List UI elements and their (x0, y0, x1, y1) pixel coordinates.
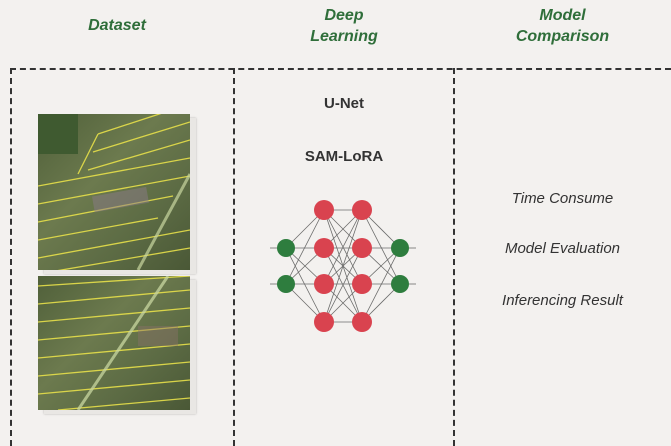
metric-inferencing-result: Inferencing Result (502, 292, 623, 309)
model-comparison-header: Model Comparison (454, 5, 671, 47)
model-comparison-header-line-2: Comparison (515, 28, 610, 45)
hidden-node (352, 312, 372, 332)
deep-learning-header-line-2: Learning (310, 28, 378, 45)
dataset-header: Dataset (0, 15, 234, 36)
deep-learning-header-line-1: Deep (324, 7, 364, 24)
dashed-divider-2 (453, 68, 455, 446)
dashed-left-border (10, 68, 12, 446)
hidden-node (352, 200, 372, 220)
dashed-divider-1 (233, 68, 235, 446)
input-node (277, 239, 295, 257)
output-node (391, 239, 409, 257)
metric-model-evaluation: Model Evaluation (504, 240, 621, 257)
hidden-node (352, 274, 372, 294)
hidden-node (314, 312, 334, 332)
dashed-top-border (10, 68, 671, 70)
metric-time-consume: Time Consume (511, 190, 614, 207)
hidden-node (314, 200, 334, 220)
neural-network-icon (270, 200, 416, 332)
model-unet-label: U-Net (324, 95, 364, 112)
hidden-node (352, 238, 372, 258)
model-sam-lora-label: SAM-LoRA (304, 148, 384, 165)
model-comparison-header-line-1: Model (539, 7, 586, 24)
input-node (277, 275, 295, 293)
deep-learning-header: Deep Learning (234, 5, 454, 47)
hidden-node (314, 238, 334, 258)
dataset-header-line-1: Dataset (88, 17, 146, 34)
output-node (391, 275, 409, 293)
hidden-node (314, 274, 334, 294)
